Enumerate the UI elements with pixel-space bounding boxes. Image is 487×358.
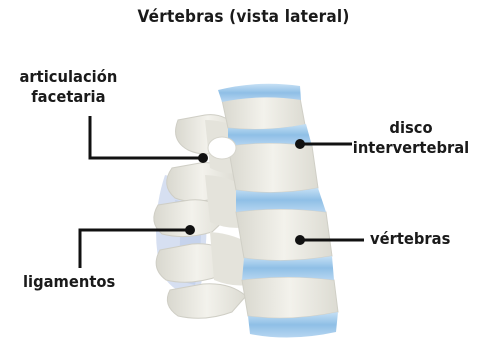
leader-dot-facet-joint [198, 153, 208, 163]
leader-dot-disc [295, 139, 305, 149]
vertebral-body [222, 95, 305, 129]
label-disc-line2: intervertebral [351, 138, 471, 158]
leader-dot-ligaments [185, 225, 195, 235]
label-disc-line1: disco [351, 118, 471, 138]
label-facet-joint-line2: facetaria [4, 87, 133, 107]
vertebral-body [242, 277, 338, 318]
facet-joint-gap [208, 137, 236, 159]
vertebral-body [228, 143, 318, 193]
label-ligaments: ligamentos [23, 272, 115, 292]
label-vertebrae: vértebras [370, 229, 450, 249]
label-facet-joint-line1: articulación [4, 67, 133, 87]
facet-process [167, 284, 246, 319]
vertebral-body [236, 209, 332, 261]
label-disc: disco intervertebral [351, 118, 471, 158]
label-facet-joint: articulación facetaria [4, 67, 133, 107]
leader-dot-vertebrae [295, 235, 305, 245]
